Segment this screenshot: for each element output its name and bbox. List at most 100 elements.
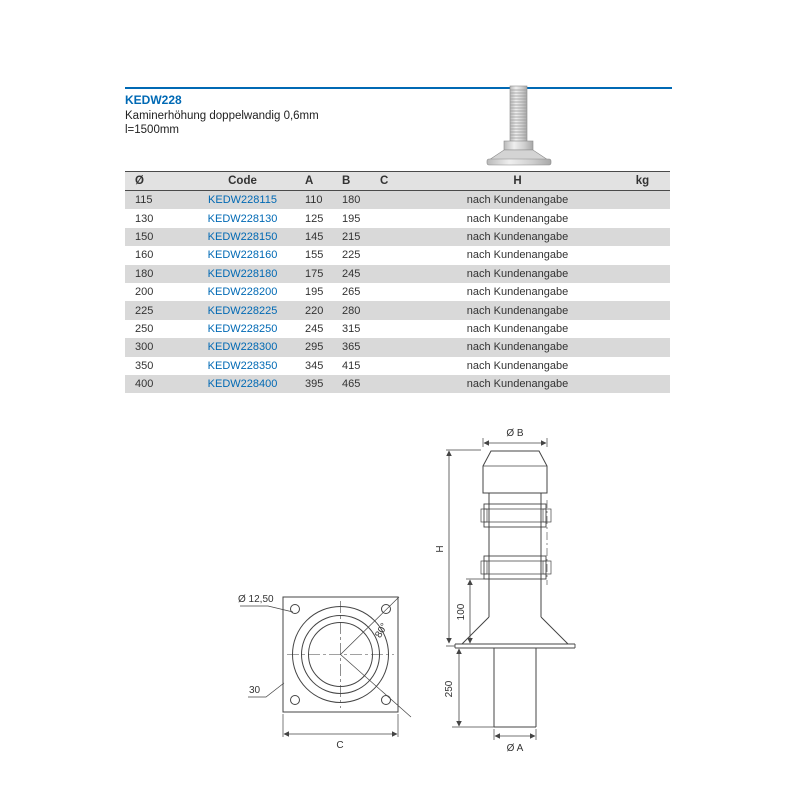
- cell-a: 155: [305, 249, 324, 262]
- cell-diameter: 130: [135, 212, 154, 225]
- cell-b: 415: [342, 359, 361, 372]
- cell-a: 125: [305, 212, 324, 225]
- ob-extension-lines: [482, 438, 548, 447]
- cell-b: 195: [342, 212, 361, 225]
- clamp-band-upper: [480, 503, 552, 528]
- thread-lines: [510, 89, 527, 139]
- top-cap-outline: [482, 450, 548, 494]
- cell-b: 315: [342, 322, 361, 335]
- cell-b: 265: [342, 286, 361, 299]
- plate-outline: [282, 596, 399, 713]
- col-header-c: C: [380, 171, 420, 191]
- collar-hub: [503, 140, 534, 151]
- cell-h: nach Kundenangabe: [466, 322, 569, 335]
- code-link[interactable]: KEDW228115: [208, 194, 277, 207]
- cell-a: 145: [305, 230, 324, 243]
- height-h-label: H: [435, 545, 446, 552]
- corner-hole: [381, 695, 391, 705]
- angle-leader: [340, 596, 400, 655]
- cell-a: 245: [305, 322, 324, 335]
- cell-a: 395: [305, 378, 324, 391]
- storm-collar-skirt: [461, 616, 569, 645]
- corner-leader: [340, 654, 412, 718]
- col-header-a: A: [305, 171, 342, 191]
- cell-a: 195: [305, 286, 324, 299]
- header-accent-line: [125, 87, 672, 89]
- cell-b: 245: [342, 267, 361, 280]
- cell-h: nach Kundenangabe: [466, 267, 569, 280]
- cell-a: 175: [305, 267, 324, 280]
- code-link[interactable]: KEDW228300: [207, 341, 278, 354]
- cell-a: 345: [305, 359, 324, 372]
- col-header-code: Code: [180, 171, 305, 191]
- base-flange: [486, 158, 552, 166]
- cell-b: 225: [342, 249, 361, 262]
- dim-250-label: 250: [444, 680, 455, 697]
- table-row: 200 KEDW228200 195 265 nach Kundenangabe: [125, 283, 670, 301]
- drawing-chimney-side-view: Ø B H 100 250 Ø A: [435, 428, 576, 754]
- code-link[interactable]: KEDW228200: [207, 286, 278, 299]
- top-diameter-label: Ø B: [506, 428, 524, 439]
- code-link[interactable]: KEDW228350: [207, 359, 278, 372]
- lower-pipe: [493, 648, 537, 728]
- cell-b: 465: [342, 378, 361, 391]
- cell-h: nach Kundenangabe: [466, 194, 569, 207]
- outer-pipe-walls: [488, 493, 542, 617]
- col-header-b: B: [342, 171, 380, 191]
- cell-h: nach Kundenangabe: [466, 359, 569, 372]
- hole-diameter-label: Ø 12,50: [238, 594, 274, 605]
- page-title: KEDW228: [125, 93, 182, 107]
- cell-diameter: 225: [135, 304, 154, 317]
- cell-b: 215: [342, 230, 361, 243]
- code-link[interactable]: KEDW228150: [207, 230, 278, 243]
- hole-leader: [240, 605, 294, 613]
- cell-diameter: 350: [135, 359, 154, 372]
- cell-h: nach Kundenangabe: [466, 230, 569, 243]
- oa-extension-lines: [493, 729, 537, 740]
- code-link[interactable]: KEDW228225: [207, 304, 278, 317]
- storm-collar-cone: [488, 149, 549, 161]
- cell-a: 110: [305, 194, 323, 207]
- width-c-label: C: [336, 740, 343, 751]
- h-extension-lines: [446, 449, 481, 647]
- cell-h: nach Kundenangabe: [466, 304, 569, 317]
- corner-hole: [290, 695, 300, 705]
- subtitle-line-1: Kaminerhöhung doppelwandig 0,6mm: [125, 110, 319, 122]
- cell-diameter: 180: [135, 267, 154, 280]
- code-link[interactable]: KEDW228130: [207, 212, 278, 225]
- code-link[interactable]: KEDW228400: [207, 378, 278, 391]
- table-header-row: Ø Code A B C H kg: [125, 171, 670, 191]
- drawing-base-plate-top-view: Ø 12,50 30 80° C: [238, 594, 412, 751]
- subtitle-line-2: l=1500mm: [125, 124, 180, 136]
- cell-a: 220: [305, 304, 324, 317]
- dim-100-label: 100: [456, 603, 467, 620]
- cell-h: nach Kundenangabe: [466, 341, 569, 354]
- cell-b: 180: [342, 194, 361, 207]
- col-header-h: H: [420, 171, 615, 191]
- code-link[interactable]: KEDW228250: [207, 322, 278, 335]
- table-row: 225 KEDW228225 220 280 nach Kundenangabe: [125, 301, 670, 320]
- cell-h: nach Kundenangabe: [466, 286, 569, 299]
- cell-diameter: 300: [135, 341, 154, 354]
- product-photo: [486, 85, 552, 166]
- cell-h: nach Kundenangabe: [466, 378, 569, 391]
- code-link[interactable]: KEDW228180: [207, 267, 278, 280]
- col-header-kg: kg: [615, 171, 670, 191]
- cell-h: nach Kundenangabe: [466, 249, 569, 262]
- table-row: 180 KEDW228180 175 245 nach Kundenangabe: [125, 264, 670, 283]
- cell-diameter: 150: [135, 230, 154, 243]
- cell-b: 280: [342, 304, 361, 317]
- table-row: 350 KEDW228350 345 415 nach Kundenangabe: [125, 357, 670, 375]
- code-link[interactable]: KEDW228160: [207, 249, 278, 262]
- corner-hole: [381, 604, 391, 614]
- cell-diameter: 200: [135, 286, 154, 299]
